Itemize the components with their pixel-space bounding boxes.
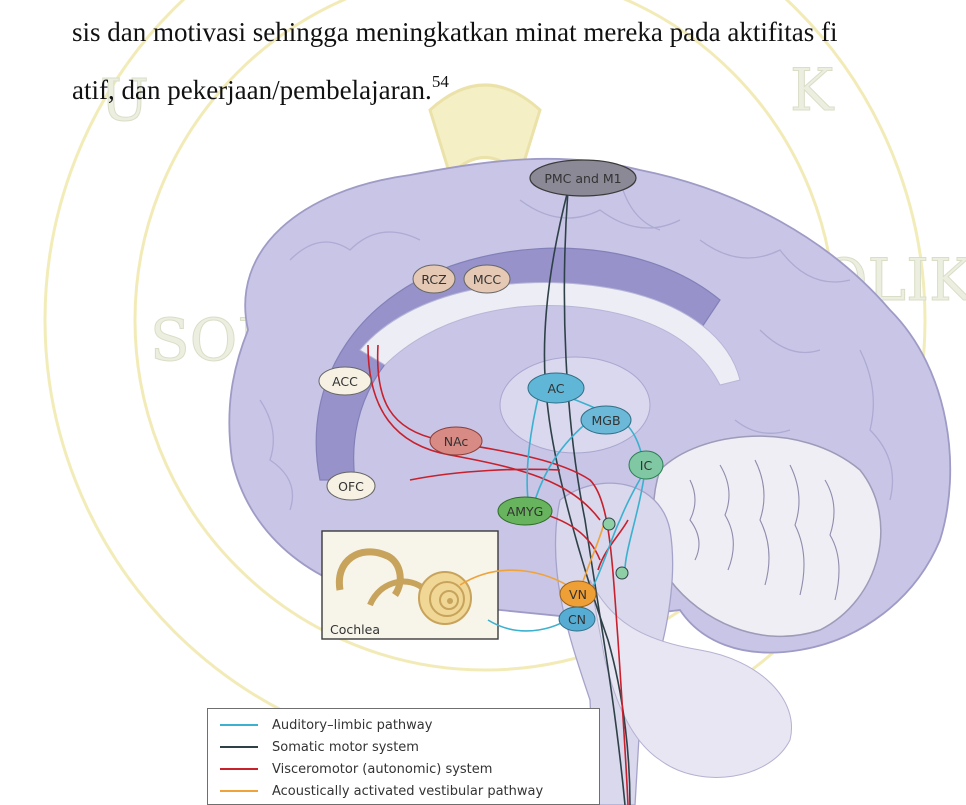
cochlea-label: Cochlea [330,622,380,637]
ic-label: IC [640,458,653,473]
relay-node [603,518,615,530]
amyg-label: AMYG [507,504,544,519]
legend-swatch [220,790,258,792]
legend-item: Acoustically activated vestibular pathwa… [208,780,599,802]
ofc-label: OFC [338,479,364,494]
legend-swatch [220,768,258,770]
mcc-label: MCC [473,272,502,287]
legend-swatch [220,724,258,726]
legend-label: Auditory–limbic pathway [272,718,432,733]
ac-label: AC [547,381,564,396]
legend-label: Somatic motor system [272,740,419,755]
vn-label: VN [569,587,587,602]
acc-label: ACC [332,374,358,389]
footnote-ref: 54 [432,72,449,91]
nac-label: NAc [444,434,469,449]
pmc-m1-label: PMC and M1 [544,171,621,186]
mgb-label: MGB [591,413,620,428]
legend-label: Acoustically activated vestibular pathwa… [272,784,543,799]
legend: Auditory–limbic pathway Somatic motor sy… [207,708,600,805]
body-paragraph: sis dan motivasi sehingga meningkatkan m… [72,6,966,116]
legend-label: Visceromotor (autonomic) system [272,762,492,777]
body-line-2-text: atif, dan pekerjaan/pembelajaran. [72,75,432,105]
body-line-2: atif, dan pekerjaan/pembelajaran.54 [72,58,966,116]
body-line-1: sis dan motivasi sehingga meningkatkan m… [72,6,966,58]
rcz-label: RCZ [421,272,446,287]
legend-item: Auditory–limbic pathway [208,714,599,736]
legend-item: Visceromotor (autonomic) system [208,758,599,780]
legend-item: Somatic motor system [208,736,599,758]
relay-node [616,567,628,579]
cn-label: CN [568,612,586,627]
legend-swatch [220,746,258,748]
